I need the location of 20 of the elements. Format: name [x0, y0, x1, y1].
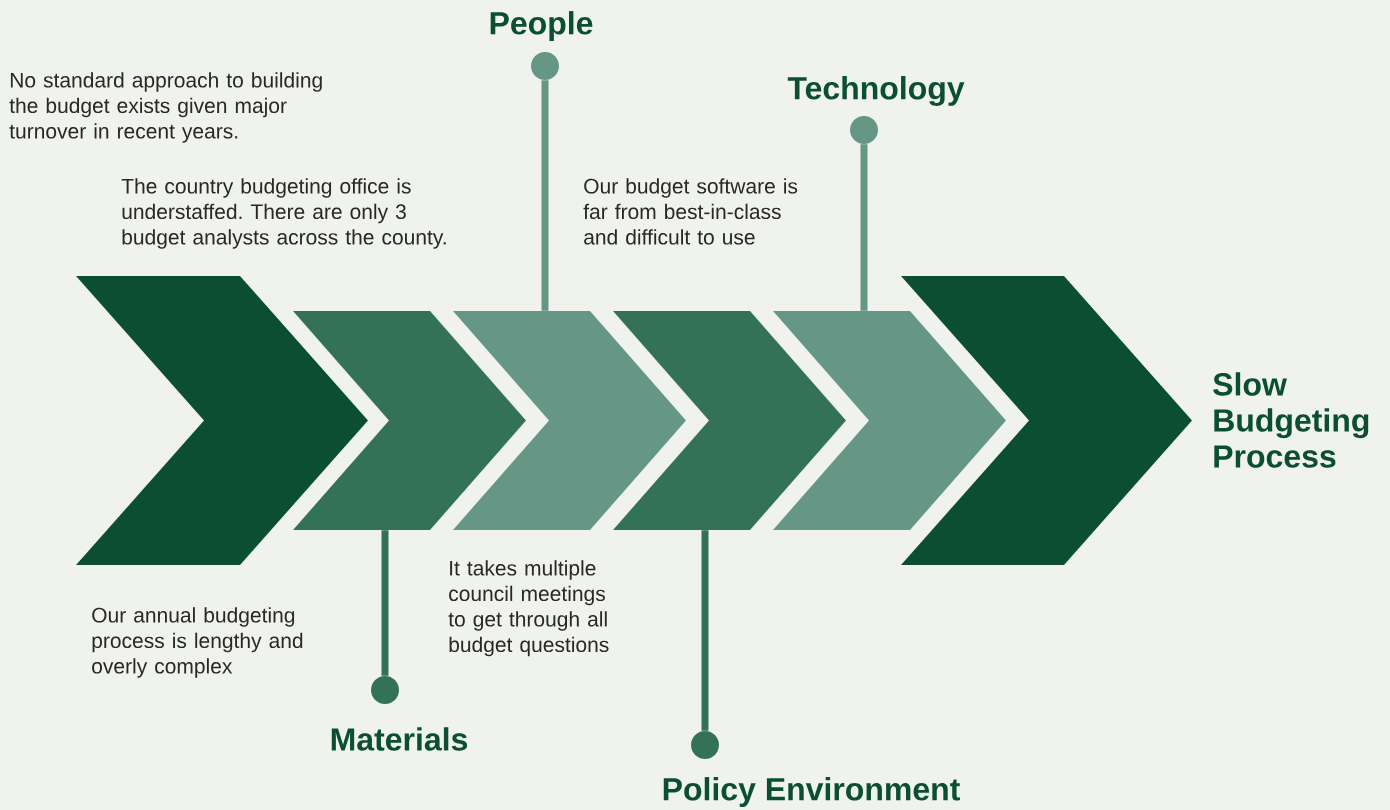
- description-text: Our budget software is far from best-in-class and difficult to use: [583, 178, 798, 245]
- category-heading: Technology: [787, 76, 965, 106]
- chevron-block: [901, 276, 1192, 565]
- pin-circle: [691, 731, 719, 759]
- chevron-block: [293, 311, 526, 530]
- chevron-block: [76, 276, 368, 565]
- chevron-block: [453, 311, 686, 530]
- category-heading: People: [490, 11, 593, 41]
- chevron-block: [613, 311, 846, 530]
- description-text: Our annual budgeting process is lengthy and overly complex: [92, 607, 303, 678]
- chevron-block: [773, 311, 1006, 530]
- category-heading: Policy Environment: [663, 777, 960, 807]
- pin-circle: [850, 116, 878, 144]
- outcome-heading: Slow Budgeting Process: [1213, 372, 1369, 468]
- pin-circle: [531, 52, 559, 80]
- description-text: It takes multiple council meetings to get through all budget questions: [448, 560, 609, 657]
- description-text: The country budgeting office is understaffed. There are only 3 budget analysts across the county.: [121, 178, 446, 249]
- pin-circle: [371, 676, 399, 704]
- category-heading: Materials: [331, 727, 468, 751]
- description-text: No standard approach to building the budget exists given major turnover in recent years.: [9, 72, 322, 143]
